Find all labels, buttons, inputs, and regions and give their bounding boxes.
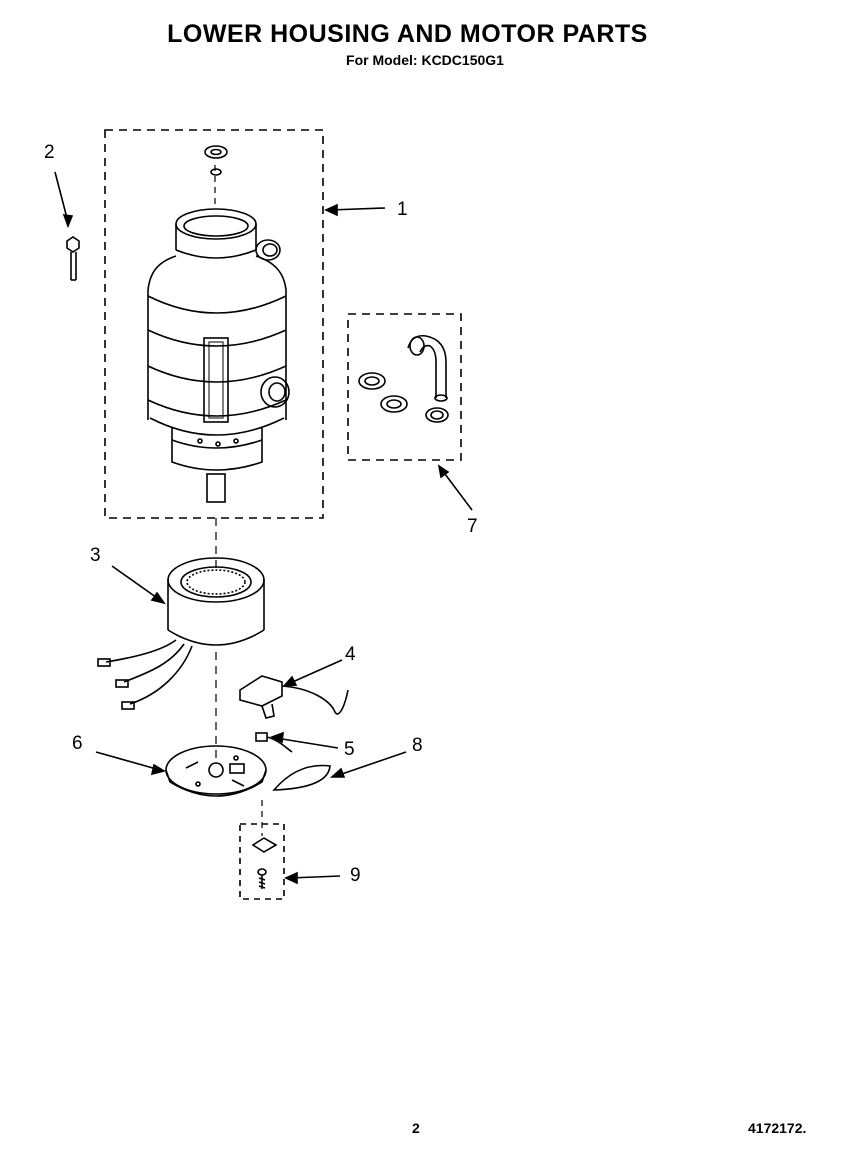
leader-9 — [284, 871, 341, 885]
leader-6 — [95, 751, 167, 776]
cover-plate-part[interactable] — [272, 764, 331, 791]
end-bell-part[interactable] — [165, 745, 267, 797]
callout-8: 8 — [412, 735, 423, 756]
thermal-protector-part[interactable] — [255, 732, 293, 753]
hose-kit-part[interactable] — [358, 334, 449, 423]
callout-5: 5 — [344, 739, 355, 760]
leader-5 — [269, 731, 339, 749]
lower-housing-part[interactable] — [147, 145, 290, 503]
motor-stator-part[interactable] — [97, 557, 265, 710]
diagram-title: LOWER HOUSING AND MOTOR PARTS — [167, 20, 648, 48]
housing-group-box — [104, 129, 324, 519]
leader-4 — [282, 659, 343, 687]
screw-kit-group-box — [239, 823, 285, 900]
bolt-part[interactable] — [66, 236, 80, 281]
leader-3 — [111, 565, 166, 605]
hose-kit-group-box — [347, 313, 462, 461]
callout-6: 6 — [72, 733, 83, 754]
callout-9: 9 — [350, 865, 361, 886]
callout-4: 4 — [345, 644, 356, 665]
model-subtitle: For Model: KCDC150G1 — [346, 52, 504, 68]
callout-2: 2 — [44, 142, 55, 163]
leader-7 — [437, 464, 473, 511]
screw-kit-part[interactable] — [251, 837, 278, 889]
page-number: 2 — [412, 1120, 420, 1136]
leader-8 — [329, 751, 407, 778]
callout-7: 7 — [467, 516, 478, 537]
leader-2 — [54, 171, 74, 229]
switch-bracket-part[interactable] — [239, 675, 349, 719]
document-number: 4172172. — [748, 1120, 807, 1136]
leader-1 — [324, 203, 386, 217]
callout-3: 3 — [90, 545, 101, 566]
callout-1: 1 — [397, 199, 408, 220]
